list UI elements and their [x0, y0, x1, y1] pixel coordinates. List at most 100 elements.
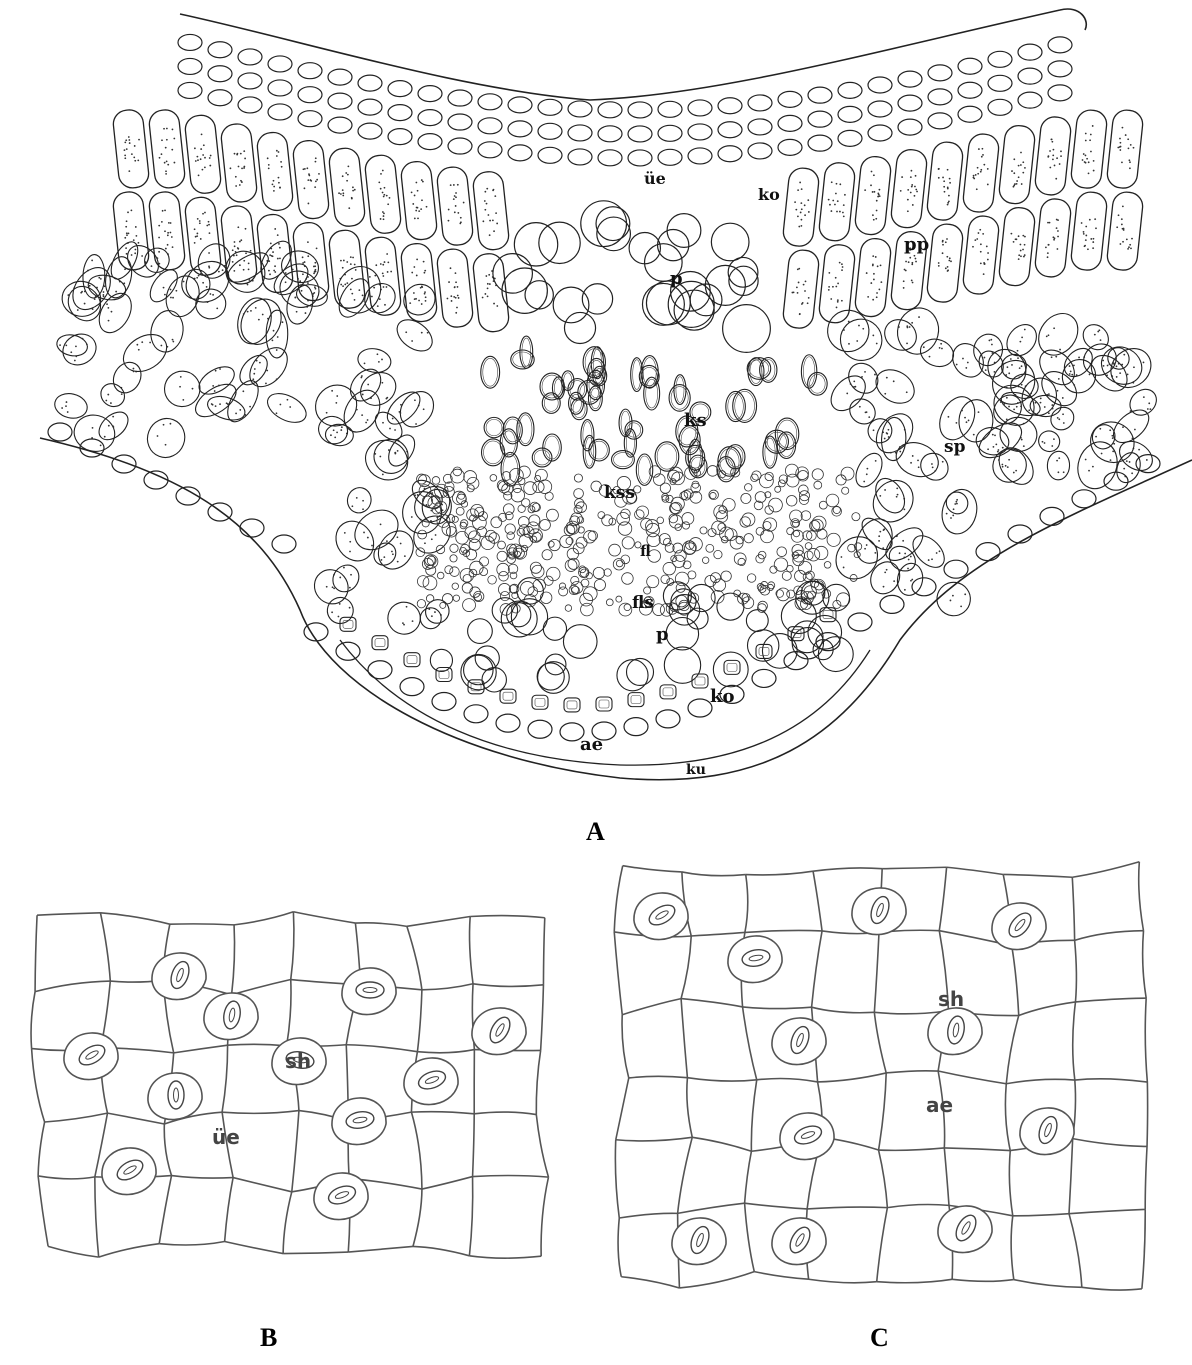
epidermis-cell: [928, 65, 952, 81]
label-p-top: p: [670, 268, 683, 289]
spongy-cell: [221, 376, 264, 427]
epidermis-cell: [808, 135, 832, 151]
cell-wall: [745, 1151, 752, 1203]
cell-wall: [355, 923, 407, 926]
phloem-cell: [477, 527, 487, 537]
phloem-cell: [507, 532, 515, 540]
epidermis-cell: [268, 80, 292, 96]
spongy-cell: [190, 378, 241, 423]
epidermis-cell: [298, 63, 322, 79]
cell-wall: [812, 931, 822, 1007]
lower-epidermis-cell: [528, 720, 552, 738]
cell-wall: [95, 1177, 99, 1257]
phloem-cell: [683, 561, 691, 569]
phloem-cell: [497, 551, 507, 561]
phloem-cell: [574, 474, 582, 482]
palisade-cell: [962, 215, 1000, 296]
cell-wall: [234, 912, 293, 925]
cell-wall: [1069, 1214, 1082, 1288]
cell-wall: [174, 1045, 228, 1053]
lower-epidermis-cell: [432, 693, 456, 711]
phloem-cell: [547, 567, 560, 580]
cell-wall: [1082, 1287, 1142, 1290]
epidermis-cell: [388, 81, 412, 97]
cell-wall: [681, 999, 742, 1007]
leaf-outline: [180, 9, 1086, 100]
cell-wall: [411, 1112, 422, 1189]
palisade-cell: [854, 237, 892, 318]
label-kss: kss: [604, 483, 635, 503]
label-ue-top: üe: [644, 169, 666, 188]
epidermis-cell: [598, 150, 622, 166]
phloem-cell: [490, 474, 497, 481]
cell-wall: [1072, 862, 1139, 877]
phloem-cell: [437, 572, 444, 579]
lower-epidermis-cell: [144, 471, 168, 489]
epidermis-cell: [988, 51, 1012, 67]
epidermis-cell: [1048, 85, 1072, 101]
phloem-cell: [622, 573, 634, 585]
cell-wall: [745, 930, 822, 932]
label-sh-b: sh: [285, 1049, 311, 1073]
phloem-cell: [850, 574, 857, 581]
spongy-cell: [157, 364, 207, 414]
epidermis-cell: [568, 149, 592, 165]
xylem-vessel: [808, 372, 828, 395]
epidermis-cell: [898, 71, 922, 87]
epidermis-cell: [688, 124, 712, 140]
spongy-cell: [142, 413, 191, 463]
palisade-cell: [112, 109, 150, 190]
epidermis-cell: [658, 101, 682, 117]
cell-wall: [541, 985, 544, 1051]
parenchyma-cell: [563, 625, 597, 659]
spongy-cell: [308, 563, 356, 611]
cell-wall: [623, 866, 682, 872]
epidermis-cell: [478, 142, 502, 158]
cell-wall: [222, 1045, 227, 1112]
upper-epidermis-cells: [178, 34, 1072, 166]
phloem-cell: [510, 572, 517, 579]
phloem-cell: [500, 591, 509, 600]
spongy-cell: [1047, 451, 1070, 481]
phloem-cell: [688, 571, 696, 579]
palisade-cell: [400, 242, 438, 323]
spongy-cell: [845, 394, 881, 429]
cell-wall: [287, 980, 291, 1046]
cell-wall: [348, 1246, 413, 1252]
xylem-vessel: [612, 451, 635, 469]
palisade-cell: [998, 124, 1036, 205]
cell-wall: [293, 912, 355, 923]
palisade-cell: [400, 160, 438, 241]
palisade-cell: [818, 243, 856, 324]
cell-wall: [222, 1111, 299, 1114]
epidermis-cell: [418, 86, 442, 102]
spongy-cell: [96, 379, 129, 411]
cell-wall: [470, 917, 474, 984]
phloem-cell: [440, 602, 446, 608]
cell-wall: [877, 1208, 888, 1282]
epidermis-cell: [658, 125, 682, 141]
parenchyma-cell: [596, 207, 630, 241]
cell-wall: [877, 1279, 952, 1282]
epidermis-cell: [358, 123, 382, 139]
phloem-cell: [518, 505, 525, 512]
lower-epidermis-cell: [400, 678, 424, 696]
phloem-cell: [450, 567, 460, 577]
epidermis-cell: [268, 104, 292, 120]
phloem-cell: [445, 566, 453, 574]
epidermis-cell: [778, 115, 802, 131]
cell-wall: [807, 1207, 887, 1209]
phloem-cell: [581, 579, 589, 587]
epidermis-cell: [958, 106, 982, 122]
label-ae-c: ae: [926, 1093, 953, 1117]
epidermis-cell: [688, 148, 712, 164]
cell-wall: [687, 1078, 756, 1081]
epidermis-cell: [628, 150, 652, 166]
epidermis-cell: [448, 138, 472, 154]
spongy-cell: [1125, 384, 1162, 421]
panel-a-cross-section: üe ko p pp ks kss sp fl fls p ko ae ku A: [40, 9, 1192, 846]
epidermis-cell: [238, 73, 262, 89]
lower-epidermis-cell: [656, 710, 680, 728]
epidermis-cell: [688, 100, 712, 116]
phloem-cell: [747, 574, 755, 582]
